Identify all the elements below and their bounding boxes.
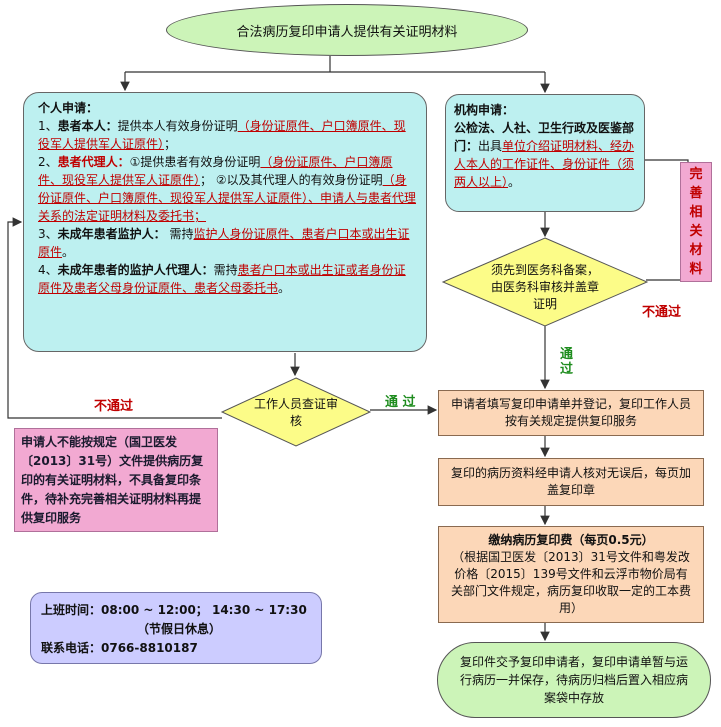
institution-application-box: 机构申请： 公检法、人社、卫生行政及医鉴部门：出具单位介绍证明材料、经办人本人的…	[445, 94, 645, 212]
step-pay-fee: 缴纳病历复印费（每页0.5元） （根据国卫医发〔2013〕31号文件和粤发改价格…	[438, 526, 704, 623]
personal-item-4: 4、未成年患者的监护人代理人：需持患者户口本或出生证或者身份证原件及患者父母身份…	[38, 263, 406, 295]
step-verify-stamp: 复印的病历资料经申请人核对无误后，每页加盖复印章	[438, 458, 704, 506]
holiday-note: （节假日休息）	[137, 622, 222, 636]
step-pay-fee-body: （根据国卫医发〔2013〕31号文件和粤发改价格〔2015〕139号文件和云浮市…	[450, 550, 691, 615]
label-pass-left: 通 过	[385, 395, 416, 410]
institution-heading: 机构申请：	[454, 103, 515, 117]
personal-item-2: 2、患者代理人：①提供患者有效身份证明（身份证原件、户口簿原件、现役军人提供军人…	[38, 155, 417, 223]
personal-application-box: 个人申请： 1、患者本人：提供本人有效身份证明（身份证原件、户口簿原件、现役军人…	[23, 92, 427, 352]
title-oval: 合法病历复印申请人提供有关证明材料	[166, 4, 528, 56]
supplement-materials-box: 完善相关材料	[680, 162, 712, 282]
personal-item-3: 3、未成年患者监护人： 需持监护人身份证原件、患者户口本或出生证原件。	[38, 227, 410, 259]
label-pass-right: 通过	[560, 347, 574, 377]
final-oval: 复印件交予复印申请者，复印申请单暂与运行病历一并保存，待病历归档后置入相应病案袋…	[437, 642, 711, 718]
staff-check-text: 工作人员查证审核	[253, 397, 338, 428]
office-hours: 上班时间：08:00 ~ 12:00； 14:30 ~ 17:30	[41, 603, 307, 617]
label-fail-right: 不通过	[642, 305, 682, 320]
label-fail-left: 不通过	[94, 399, 134, 414]
institution-body: 公检法、人社、卫生行政及医鉴部门：出具单位介绍证明材料、经办人本人的工作证件、身…	[454, 121, 635, 189]
medical-check-text: 须先到医务科备案，由医务科审核并盖章证明	[490, 263, 599, 311]
diamond-staff-check	[220, 377, 372, 447]
title-text: 合法病历复印申请人提供有关证明材料	[236, 24, 458, 40]
contact-info-box: 上班时间：08:00 ~ 12:00； 14:30 ~ 17:30 （节假日休息…	[30, 592, 322, 664]
contact-phone: 联系电话：0766-8810187	[41, 641, 198, 655]
step-fill-application-text: 申请者填写复印申请单并登记，复印工作人员按有关规定提供复印服务	[450, 397, 691, 428]
personal-heading: 个人申请：	[38, 101, 99, 115]
personal-item-1: 1、患者本人：提供本人有效身份证明（身份证原件、户口簿原件、现役军人提供军人证原…	[38, 119, 406, 151]
reject-note-box: 申请人不能按规定（国卫医发〔2013〕31号）文件提供病历复印的有关证明材料，不…	[14, 428, 218, 532]
reject-note-text: 申请人不能按规定（国卫医发〔2013〕31号）文件提供病历复印的有关证明材料，不…	[21, 435, 204, 525]
step-fill-application: 申请者填写复印申请单并登记，复印工作人员按有关规定提供复印服务	[438, 390, 704, 436]
diamond-medical-check	[441, 237, 649, 327]
arrow-staff-fail-loop	[7, 217, 222, 419]
step-pay-fee-heading: 缴纳病历复印费（每页0.5元）	[488, 533, 654, 547]
final-text: 复印件交予复印申请者，复印申请单暂与运行病历一并保存，待病历归档后置入相应病案袋…	[460, 655, 689, 705]
supplement-materials-text: 完善相关材料	[689, 167, 703, 277]
step-verify-stamp-text: 复印的病历资料经申请人核对无误后，每页加盖复印章	[450, 466, 691, 497]
